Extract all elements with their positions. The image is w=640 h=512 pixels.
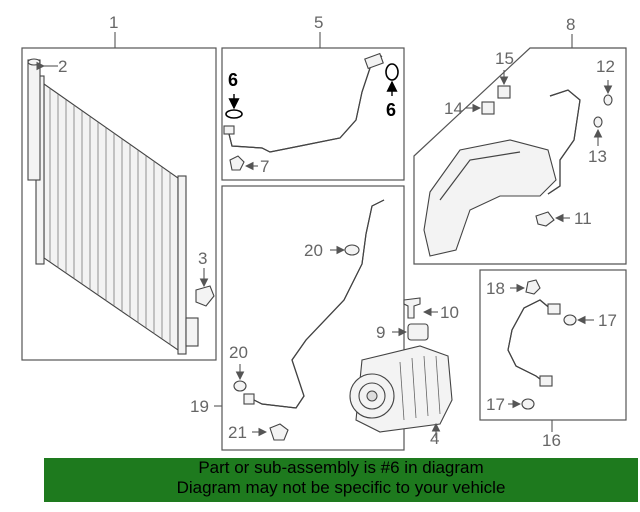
notice-line-1: Part or sub-assembly is #6 in diagram	[198, 458, 484, 477]
callout-20-lower[interactable]: 20	[229, 343, 248, 362]
callout-21[interactable]: 21	[228, 423, 247, 442]
notice-banner: Part or sub-assembly is #6 in diagram Di…	[44, 458, 638, 502]
parts-diagram: 1 2 3 5 6	[21, 13, 627, 451]
cap-15[interactable]	[497, 85, 511, 99]
callout-10[interactable]: 10	[440, 303, 459, 322]
callout-20-upper[interactable]: 20	[304, 241, 323, 260]
condenser-bracket[interactable]	[195, 285, 215, 307]
suction-line[interactable]	[243, 199, 385, 409]
callout-17-upper[interactable]: 17	[598, 311, 617, 330]
callout-7[interactable]: 7	[260, 157, 269, 176]
callout-2[interactable]: 2	[58, 57, 67, 76]
o-ring-12[interactable]	[603, 94, 613, 106]
callout-1[interactable]: 1	[109, 13, 118, 32]
receiver-drier[interactable]	[27, 58, 41, 181]
o-ring-17-lower[interactable]	[521, 398, 535, 410]
callout-3[interactable]: 3	[198, 249, 207, 268]
nut-21[interactable]	[269, 423, 289, 441]
callout-11[interactable]: 11	[574, 209, 592, 228]
callout-9[interactable]: 9	[376, 323, 385, 342]
clip-11[interactable]	[535, 211, 555, 227]
callout-15[interactable]: 15	[495, 49, 514, 68]
o-ring-20-upper[interactable]	[344, 244, 360, 256]
hose-16[interactable]	[507, 299, 561, 387]
o-ring-left[interactable]	[225, 109, 243, 119]
compressor[interactable]	[349, 345, 453, 433]
o-ring-17-upper[interactable]	[563, 314, 577, 326]
callout-17-lower[interactable]: 17	[486, 395, 505, 414]
o-ring-right[interactable]	[385, 63, 399, 81]
callout-13[interactable]: 13	[588, 147, 607, 166]
discharge-hose[interactable]	[223, 52, 384, 153]
callout-18[interactable]: 18	[486, 279, 505, 298]
valve-10[interactable]	[403, 297, 421, 319]
suction-line-box	[221, 185, 405, 451]
o-ring-13[interactable]	[593, 116, 603, 128]
callout-8[interactable]: 8	[566, 15, 575, 34]
nut-18[interactable]	[525, 279, 541, 295]
ac-line-8[interactable]	[547, 89, 581, 195]
evaporator-housing[interactable]	[423, 139, 557, 257]
callout-6-left[interactable]: 6	[228, 70, 238, 90]
discharge-hose-box	[221, 47, 405, 181]
seal-9[interactable]	[407, 323, 429, 341]
o-ring-20-lower[interactable]	[233, 380, 247, 392]
condenser-box	[21, 47, 217, 361]
callout-4[interactable]: 4	[430, 429, 439, 448]
hose-box	[479, 269, 627, 421]
condenser[interactable]	[35, 75, 199, 355]
cap-14[interactable]	[481, 101, 495, 115]
callout-16[interactable]: 16	[542, 431, 561, 450]
nut-7[interactable]	[229, 155, 245, 171]
callout-5[interactable]: 5	[314, 13, 323, 32]
notice-line-2: Diagram may not be specific to your vehi…	[176, 478, 506, 497]
evaporator-box	[413, 47, 627, 265]
callout-12[interactable]: 12	[596, 57, 615, 76]
callout-6-right[interactable]: 6	[386, 100, 396, 120]
callout-14[interactable]: 14	[444, 99, 463, 118]
callout-19[interactable]: 19	[190, 397, 209, 416]
